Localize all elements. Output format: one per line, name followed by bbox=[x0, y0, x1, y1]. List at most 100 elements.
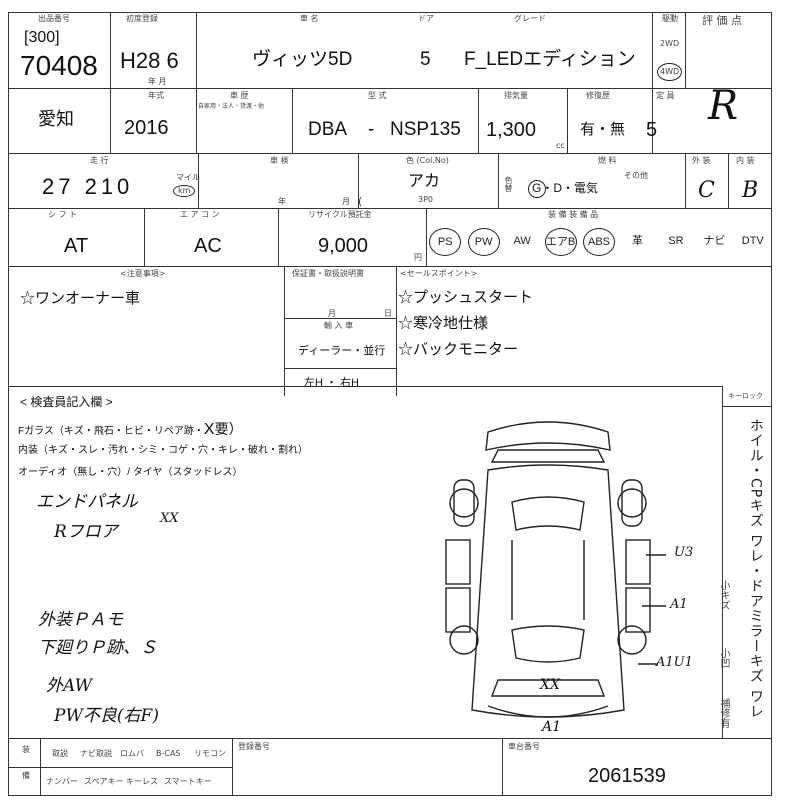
history-sub: 自家用・法人・貸渡・他 bbox=[198, 103, 265, 110]
ext-value: C bbox=[698, 178, 715, 203]
cc-unit: cc bbox=[556, 141, 565, 150]
shift-value: AT bbox=[64, 235, 89, 257]
divider bbox=[728, 153, 729, 208]
inspect-month: 月 bbox=[342, 197, 350, 206]
fuel-value: G・D・電気 bbox=[532, 181, 599, 195]
divider bbox=[284, 266, 285, 396]
divider bbox=[652, 12, 653, 153]
sheet-frame bbox=[8, 12, 772, 796]
hand-note-endpanel: エンドパネル bbox=[36, 492, 138, 512]
recycle-label: 修復歴 bbox=[586, 91, 610, 100]
divider bbox=[232, 738, 233, 796]
reg-label: 初度登録 bbox=[126, 14, 158, 23]
divider bbox=[144, 208, 145, 266]
recycle-fee-unit: 円 bbox=[414, 253, 422, 262]
lot-number: 70408 bbox=[20, 50, 98, 81]
side-mini-label: キーロック bbox=[728, 392, 763, 400]
mileage-label: 走 行 bbox=[90, 156, 109, 165]
footer-equip-1: 装 bbox=[22, 745, 30, 754]
equipment-5: 革 bbox=[631, 235, 643, 247]
sales-point-3: ☆バックモニター bbox=[398, 341, 519, 358]
divider bbox=[8, 386, 722, 387]
lot-label: 出品番号 bbox=[38, 14, 70, 23]
year-label: 年式 bbox=[148, 91, 164, 100]
footer-remote: リモコン bbox=[194, 749, 226, 758]
side-sub-1: 小キズ bbox=[718, 580, 729, 610]
divider bbox=[110, 12, 111, 153]
divider bbox=[198, 153, 199, 208]
car-damage-diagram bbox=[445, 421, 666, 718]
history-label: 車 歴 bbox=[230, 91, 249, 100]
repair-history: 有・無 bbox=[580, 121, 626, 138]
sales-point-1: ☆プッシュスタート bbox=[398, 289, 534, 306]
import-label: 輸 入 車 bbox=[324, 321, 354, 330]
type-code: NSP135 bbox=[390, 119, 461, 140]
equipment-0: PS bbox=[429, 228, 462, 256]
equipment-4: ABS bbox=[583, 228, 615, 256]
diagram-mark-a1-right: A1 bbox=[670, 597, 688, 612]
footer-navi-manual: ナビ取説 bbox=[80, 749, 112, 758]
footer-bcas: B-CAS bbox=[156, 749, 181, 758]
mileage-value: 27 210 bbox=[42, 174, 134, 199]
sales-label: <セールスポイント> bbox=[400, 269, 478, 278]
import-handle: 左H ・ 右H bbox=[304, 377, 359, 389]
shift-label: シ フ ト bbox=[48, 210, 78, 219]
doors-value: 5 bbox=[420, 49, 431, 70]
divider bbox=[196, 12, 197, 153]
hand-note-pa: 外装ＰＡモ bbox=[38, 610, 123, 630]
caution-label: <注意事項> bbox=[120, 269, 166, 278]
divider bbox=[567, 88, 568, 153]
grade-label: グレード bbox=[514, 14, 546, 23]
divider bbox=[8, 738, 772, 739]
footer-keyless: キーレス bbox=[126, 777, 158, 786]
diagram-mark-u3: U3 bbox=[674, 545, 694, 560]
drive-2wd: 2WD bbox=[660, 39, 680, 48]
int-value: B bbox=[742, 178, 759, 203]
footer-romba: ロムバ bbox=[120, 749, 144, 758]
divider bbox=[284, 318, 396, 319]
divider bbox=[478, 88, 479, 153]
footer-manual: 取説 bbox=[52, 749, 68, 758]
hand-note-aw: 外AW bbox=[46, 676, 93, 696]
type-dash: - bbox=[368, 119, 375, 140]
drive-4wd: 4WD bbox=[657, 63, 683, 81]
divider bbox=[502, 738, 503, 796]
fuel-label: 燃 料 bbox=[598, 156, 617, 165]
divider bbox=[685, 153, 686, 208]
warranty-day: 日 bbox=[384, 309, 392, 318]
mileage-unit-km: km bbox=[173, 185, 196, 197]
name-label: 車 名 bbox=[300, 14, 319, 23]
reg-no-label: 登録番号 bbox=[238, 742, 270, 751]
color-change: 色替 bbox=[504, 176, 513, 192]
mileage-unit-mile: マイル bbox=[176, 173, 200, 182]
equipment-6: SR bbox=[668, 235, 684, 247]
diagram-mark-a1-bottom: A1 bbox=[542, 719, 562, 735]
cc-value: 1,300 bbox=[486, 119, 537, 141]
region: 愛知 bbox=[38, 109, 74, 129]
footer-equip-2: 備 bbox=[22, 771, 30, 780]
seats-value: 5 bbox=[646, 119, 658, 141]
glass-line: Fガラス（キズ・飛石・ヒビ・リペア跡・X要） bbox=[18, 422, 243, 438]
fuel-other: その他 bbox=[624, 171, 648, 180]
interior-line: 内装（キズ・スレ・汚れ・シミ・コゲ・穴・キレ・破れ・割れ） bbox=[18, 445, 308, 456]
model-year: 2016 bbox=[124, 117, 169, 139]
equipment-7: ナビ bbox=[703, 235, 726, 247]
color-label: 色 (Col.No) bbox=[406, 156, 449, 165]
divider bbox=[722, 406, 772, 407]
audio-line: オーディオ（無し・穴）/ タイヤ（スタッドレス） bbox=[18, 467, 243, 478]
equip-label: 装 備 装 備 品 bbox=[548, 210, 599, 219]
diagram-mark-a1u1: A1U1 bbox=[656, 655, 693, 670]
equipment-1: PW bbox=[467, 228, 500, 256]
type-label: 型 式 bbox=[368, 91, 387, 100]
fuel-gas-mark bbox=[528, 180, 546, 198]
glass-text: Fガラス（キズ・飛石・ヒビ・リペア跡・ bbox=[18, 426, 204, 437]
footer-spare-key: スペアキー bbox=[84, 777, 124, 786]
glass-end: 要） bbox=[214, 421, 243, 437]
caution-text: ☆ワンオーナー車 bbox=[20, 290, 141, 307]
divider bbox=[685, 12, 686, 88]
warranty-month: 月 bbox=[328, 309, 336, 318]
inspect-label: 車 検 bbox=[270, 156, 289, 165]
type-prefix: DBA bbox=[308, 119, 348, 140]
divider bbox=[8, 767, 232, 768]
score-label: 評 価 点 bbox=[702, 14, 742, 27]
